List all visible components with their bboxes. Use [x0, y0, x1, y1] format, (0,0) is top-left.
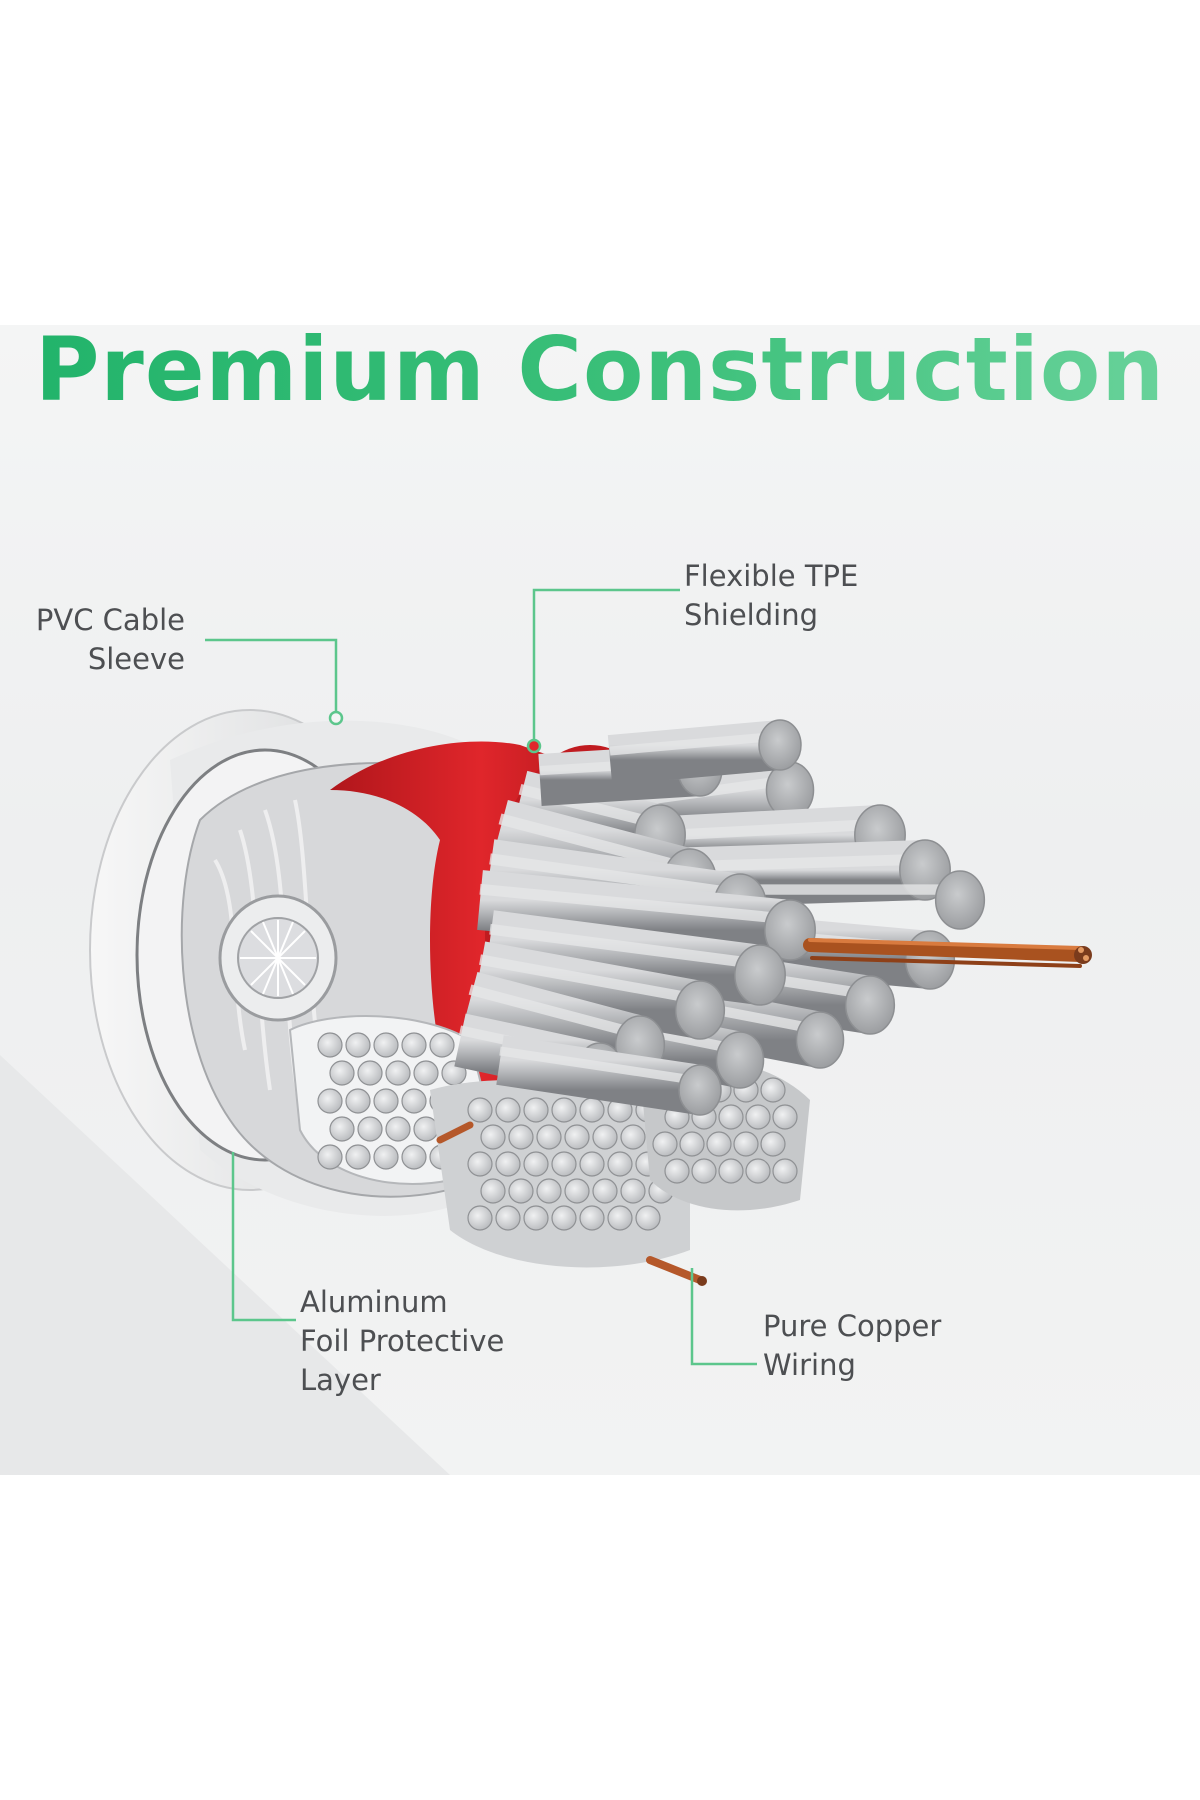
strand-end: [317, 1144, 343, 1170]
strand-end: [579, 1151, 605, 1177]
leader-tpe-shielding: [526, 588, 680, 754]
strand-end: [357, 1116, 383, 1142]
lower-center-strand-ends: [467, 1097, 674, 1231]
strand-end: [429, 1032, 455, 1058]
strand-end: [467, 1205, 493, 1231]
copper-wiring-label-line2: Wiring: [763, 1348, 856, 1382]
strand-end: [373, 1088, 399, 1114]
strand-end: [317, 1088, 343, 1114]
strand-end: [760, 1131, 786, 1157]
strand-end: [523, 1151, 549, 1177]
strand-end: [620, 1124, 646, 1150]
strand-end: [706, 1131, 732, 1157]
tpe-shielding-label-line2: Shielding: [684, 598, 818, 632]
aluminum-foil-label-line3: Layer: [300, 1363, 381, 1397]
copper-wiring-label-line1: Pure Copper: [763, 1309, 942, 1343]
strand-end: [772, 1104, 798, 1130]
main-strand-bundle: [454, 719, 986, 1116]
pvc-sleeve-label: PVC Cable Sleeve: [20, 601, 185, 679]
strand-end: [551, 1151, 577, 1177]
tpe-shielding-label-line1: Flexible TPE: [684, 559, 859, 593]
strand-end: [620, 1178, 646, 1204]
strand-end: [718, 1158, 744, 1184]
strand-end: [523, 1205, 549, 1231]
strand-end: [691, 1158, 717, 1184]
main-strand: [607, 719, 802, 785]
strand-end: [413, 1060, 439, 1086]
strand-end: [760, 1077, 786, 1103]
strand-end: [551, 1097, 577, 1123]
white-insulated-conductor: [218, 894, 338, 1022]
leader-copper-wiring: [690, 1268, 757, 1366]
aluminum-foil-label-line2: Foil Protective: [300, 1324, 505, 1358]
strand-end: [733, 1131, 759, 1157]
strand-end: [508, 1124, 534, 1150]
strand-end: [564, 1124, 590, 1150]
strand-end: [772, 1158, 798, 1184]
strand-end: [467, 1097, 493, 1123]
main-strand: [474, 941, 726, 1040]
strand-end: [373, 1032, 399, 1058]
aluminum-foil-label: Aluminum Foil Protective Layer: [300, 1283, 504, 1400]
strand-end: [345, 1144, 371, 1170]
aluminum-foil-label-line1: Aluminum: [300, 1285, 448, 1319]
strand-end: [345, 1088, 371, 1114]
strand-end: [579, 1097, 605, 1123]
strand-end: [495, 1097, 521, 1123]
pvc-sleeve-label-line2: Sleeve: [87, 642, 185, 676]
strand-end: [508, 1178, 534, 1204]
strand-end: [592, 1178, 618, 1204]
strand-end: [345, 1032, 371, 1058]
strand-end: [564, 1178, 590, 1204]
strand-end: [551, 1205, 577, 1231]
strand-end: [373, 1144, 399, 1170]
pvc-sleeve-label-line1: PVC Cable: [35, 603, 185, 637]
strand-end: [523, 1097, 549, 1123]
copper-wire-main: [803, 938, 1092, 968]
strand-end: [495, 1205, 521, 1231]
copper-wire-small-bottom: [646, 1256, 707, 1286]
strand-end: [329, 1116, 355, 1142]
strand-end: [357, 1060, 383, 1086]
strand-end: [385, 1060, 411, 1086]
strand-end: [664, 1158, 690, 1184]
strand-end: [480, 1178, 506, 1204]
strand-end: [317, 1032, 343, 1058]
leader-aluminum-foil: [231, 1152, 296, 1322]
strand-end: [679, 1131, 705, 1157]
strand-end: [401, 1144, 427, 1170]
strand-end: [401, 1088, 427, 1114]
strand-end: [652, 1131, 678, 1157]
strand-end: [401, 1032, 427, 1058]
panel-sheen: [0, 1055, 450, 1475]
copper-wire-small-left: [436, 1121, 474, 1144]
strand-end: [607, 1151, 633, 1177]
main-strand: [496, 1035, 722, 1116]
strand-end: [385, 1116, 411, 1142]
page-title: Premium Construction: [0, 320, 1200, 420]
lower-center-strand-bundle: [430, 1080, 690, 1268]
strand-end: [592, 1124, 618, 1150]
strand-end: [480, 1124, 506, 1150]
strand-end: [635, 1205, 661, 1231]
strand-end: [718, 1104, 744, 1130]
strand-end: [467, 1151, 493, 1177]
tpe-shielding-label: Flexible TPE Shielding: [684, 557, 858, 635]
strand-end: [329, 1060, 355, 1086]
copper-wiring-label: Pure Copper Wiring: [763, 1307, 941, 1385]
main-strand: [477, 870, 816, 961]
strand-end: [495, 1151, 521, 1177]
strand-end: [745, 1104, 771, 1130]
strand-end: [536, 1178, 562, 1204]
leader-pvc-sleeve: [205, 638, 344, 726]
strand-end: [579, 1205, 605, 1231]
main-strand: [486, 910, 786, 1006]
strand-end: [607, 1205, 633, 1231]
strand-end: [745, 1158, 771, 1184]
strand-end: [536, 1124, 562, 1150]
